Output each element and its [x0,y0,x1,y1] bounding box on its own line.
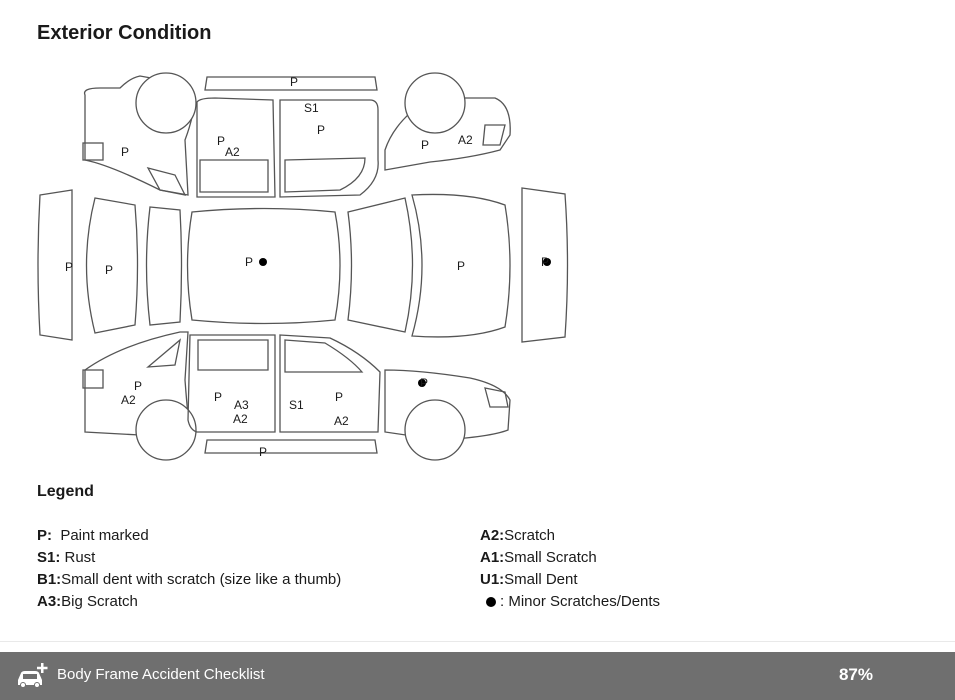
mark-right-rear-door-3: A2 [334,414,349,428]
legend-item: : Minor Scratches/Dents [480,591,660,613]
mark-right-sill: P [259,445,267,459]
mark-left-roof-strip: P [290,75,298,89]
mark-right-rear-door-1: S1 [289,398,304,412]
car-plus-icon [15,662,49,695]
mark-front-wheel-left: P [121,145,129,159]
legend-title: Legend [37,483,94,500]
mark-right-rear-fender: P [420,376,428,390]
mark-right-front-door-3: A2 [233,412,248,426]
legend-code: A1: [480,549,505,566]
mark-rear-bumper: P [541,255,549,269]
legend-text: Big Scratch [61,593,138,610]
mark-left-rear-door-1: S1 [304,101,319,115]
mark-left-rear-door-2: P [317,123,325,137]
legend-text: Small Dent [504,571,578,588]
damage-labels: P P A2 P S1 P P A2 P P P P P P A2 P A3 A… [65,75,549,459]
mark-right-front-door-2: A3 [234,398,249,412]
legend-left-column: P: Paint marked S1: Rust B1:Small dent w… [37,525,341,613]
mark-trunk: P [457,259,465,273]
damage-dot-roof [259,258,267,266]
car-damage-diagram: P P A2 P S1 P P A2 P P P P P P A2 P A3 A… [37,72,569,461]
mark-left-rear-fender: P [421,138,429,152]
legend-item: A2:Scratch [480,525,660,547]
legend-code: S1: [37,549,61,566]
legend-item: P: Paint marked [37,525,341,547]
legend-text: Scratch [504,527,556,544]
checklist-footer-bar[interactable]: Body Frame Accident Checklist 87% [0,652,955,700]
bottom-side-view [82,331,511,461]
legend-item: B1:Small dent with scratch (size like a … [37,569,341,591]
damage-dot-rear-bumper [543,258,551,266]
legend-text: Rust [60,549,96,566]
legend-text: Paint marked [52,527,149,544]
mark-right-rear-door-2: P [335,390,343,404]
damage-dot-right-fender [418,379,426,387]
damage-markers [259,258,551,387]
legend-code: P: [37,527,52,544]
minor-scratch-dot-icon [486,597,496,607]
checklist-percent: 87% [838,665,873,684]
footer-label: Body Frame Accident Checklist [57,666,265,683]
section-divider [0,641,955,642]
legend-text: Small Scratch [504,549,597,566]
legend-right-column: A2:Scratch A1:Small Scratch U1:Small Den… [480,525,660,613]
legend-code: U1: [480,571,505,588]
legend-item: S1: Rust [37,547,341,569]
mark-front-bumper: P [65,260,73,274]
top-view [37,187,569,343]
mark-left-front-door-2: A2 [225,145,240,159]
mark-roof: P [245,255,253,269]
legend-code: A2: [480,527,505,544]
mark-left-rear-fender-2: A2 [458,133,473,147]
top-side-view [82,72,511,198]
legend-text: Small dent with scratch (size like a thu… [61,571,342,588]
mark-left-front-door: P [217,134,225,148]
legend-text: : Minor Scratches/Dents [500,593,661,610]
legend-item: A3:Big Scratch [37,591,341,613]
legend-code: B1: [37,571,62,588]
legend-code: A3: [37,593,62,610]
mark-right-front-fender-2: A2 [121,393,136,407]
mark-right-front-fender-1: P [134,379,142,393]
page-title: Exterior Condition [37,22,212,44]
legend-item: U1:Small Dent [480,569,660,591]
legend-item: A1:Small Scratch [480,547,660,569]
mark-hood: P [105,263,113,277]
mark-right-front-door-1: P [214,390,222,404]
